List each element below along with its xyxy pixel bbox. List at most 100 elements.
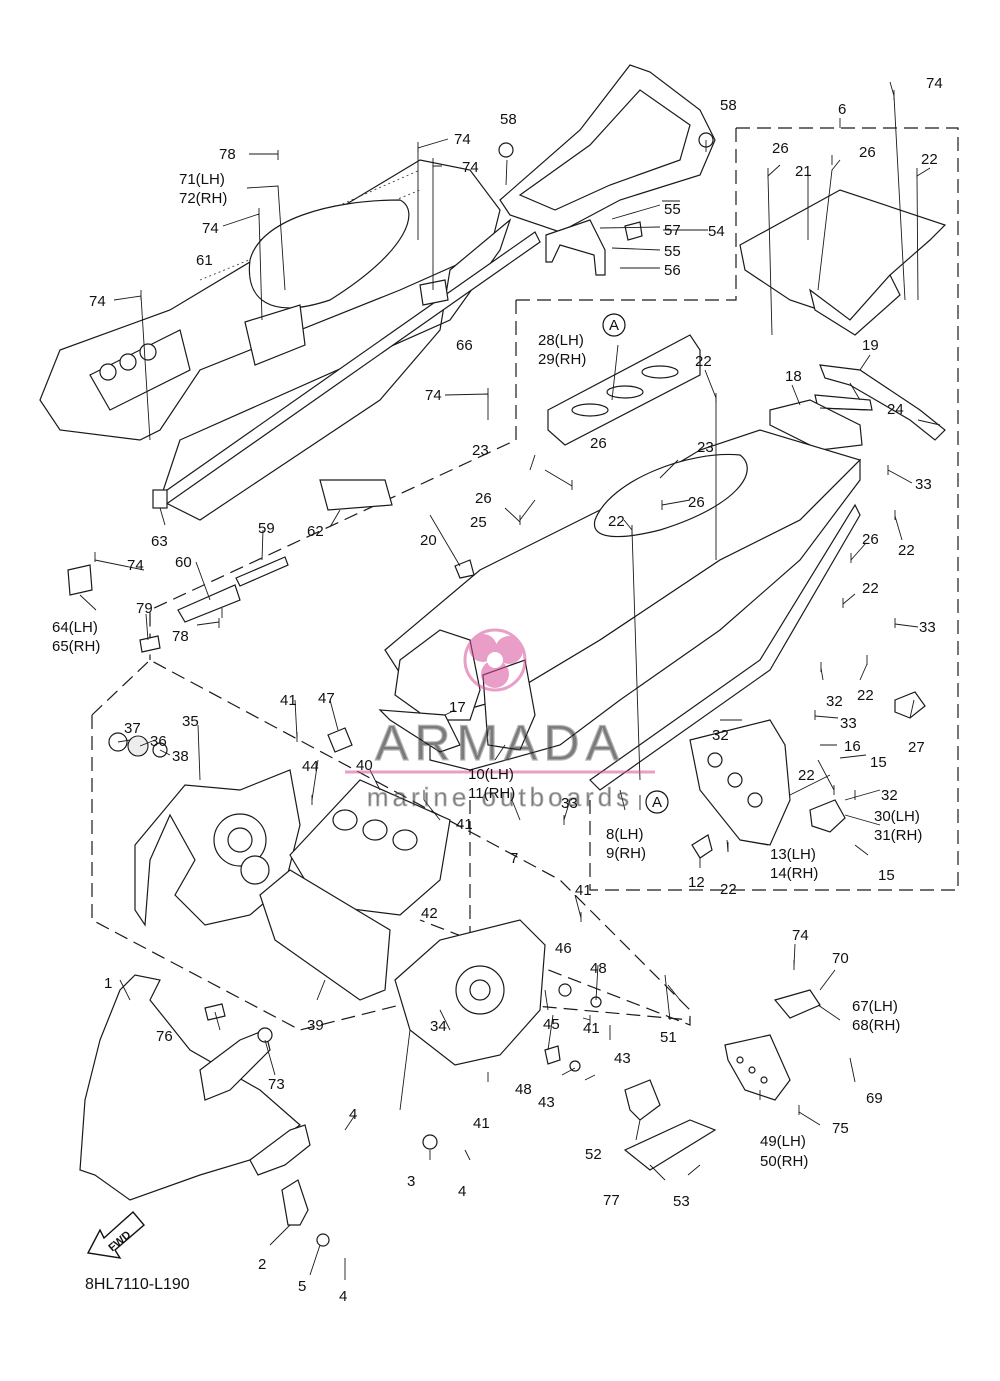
rear-cover-side [809, 273, 901, 336]
callout-50-rh: 50(RH) [760, 1153, 808, 1170]
group-outlines [91, 127, 959, 1031]
callout-3: 3 [407, 1173, 415, 1190]
bracket-62 [319, 479, 393, 511]
callout-38: 38 [172, 748, 189, 765]
callout-41: 41 [456, 816, 473, 833]
callout-79: 79 [136, 600, 153, 617]
callout-74: 74 [89, 293, 106, 310]
callout-11-rh: 11(RH) [468, 785, 515, 802]
callout-26: 26 [862, 531, 879, 548]
seat-bracket-64 [67, 564, 93, 596]
callout-41: 41 [583, 1020, 600, 1037]
callout-22: 22 [720, 881, 737, 898]
callout-16: 16 [844, 738, 861, 755]
callout-74: 74 [792, 927, 809, 944]
callout-32: 32 [881, 787, 898, 804]
callout-59: 59 [258, 520, 275, 537]
callout-66: 66 [456, 337, 473, 354]
footrest-49-50 [724, 1034, 791, 1101]
seat-clip-66 [419, 279, 449, 306]
bracket-12 [691, 834, 713, 859]
guard-77 [623, 1119, 717, 1171]
callout-74: 74 [202, 220, 219, 237]
grommet-73 [257, 1027, 273, 1043]
callout-53: 53 [673, 1193, 690, 1210]
tunnel-opening [593, 453, 748, 538]
watermark-tagline: marine outboards [367, 782, 633, 812]
rear-flap-inner [518, 89, 691, 211]
bearing-36 [127, 735, 149, 757]
callout-51: 51 [660, 1029, 677, 1046]
callout-74: 74 [425, 387, 442, 404]
callout-25: 25 [470, 514, 487, 531]
callout-14-rh: 14(RH) [770, 865, 818, 882]
callout-8-lh: 8(LH) [606, 826, 644, 843]
callout-74: 74 [926, 75, 943, 92]
callout-a: A [652, 794, 662, 811]
callout-55: 55 [664, 201, 681, 218]
callout-22: 22 [857, 687, 874, 704]
callout-74: 74 [454, 131, 471, 148]
callout-22: 22 [695, 353, 712, 370]
callout-65-rh: 65(RH) [52, 638, 100, 655]
callout-56: 56 [664, 262, 681, 279]
callout-48: 48 [515, 1081, 532, 1098]
callout-32: 32 [826, 693, 843, 710]
mount-2 [281, 1179, 309, 1226]
group-7-outline [91, 659, 691, 1031]
callout-72-rh: 72(RH) [179, 190, 227, 207]
callout-78: 78 [219, 146, 236, 163]
callout-22: 22 [608, 513, 625, 530]
callout-43: 43 [614, 1050, 631, 1067]
callout-41: 41 [473, 1115, 490, 1132]
callout-78: 78 [172, 628, 189, 645]
cap-47 [327, 727, 353, 753]
callout-61: 61 [196, 252, 213, 269]
callout-19: 19 [862, 337, 879, 354]
callout-22: 22 [862, 580, 879, 597]
callout-33: 33 [840, 715, 857, 732]
washer-46 [558, 983, 572, 997]
callout-7: 7 [510, 850, 518, 867]
rear-fender-assembly [498, 64, 716, 276]
callout-67-lh: 67(LH) [852, 998, 898, 1015]
callout-18: 18 [785, 368, 802, 385]
footrest-assembly [623, 989, 821, 1171]
bracket-17 [378, 709, 461, 753]
callout-34: 34 [430, 1018, 447, 1035]
callout-44: 44 [302, 758, 319, 775]
callout-39: 39 [307, 1017, 324, 1034]
callout-15: 15 [878, 867, 895, 884]
tunnel-front-plate [394, 629, 481, 721]
washer-5 [316, 1233, 330, 1247]
callout-46: 46 [555, 940, 572, 957]
callout-42: 42 [421, 905, 438, 922]
callout-43: 43 [538, 1094, 555, 1111]
callout-22: 22 [921, 151, 938, 168]
callout-64-lh: 64(LH) [52, 619, 98, 636]
front-frame-1 [79, 974, 301, 1201]
callout-23: 23 [472, 442, 489, 459]
strip-59 [235, 556, 289, 587]
bracket-67-68 [773, 989, 821, 1019]
callout-15: 15 [870, 754, 887, 771]
group-tunnel-outline [149, 128, 737, 660]
callout-labels: 1 2 3 4 4 4 5 6 7 8(LH) 9(RH) 10(LH) 11(… [52, 75, 943, 1305]
callout-60: 60 [175, 554, 192, 571]
callout-2: 2 [258, 1256, 266, 1273]
callout-31-rh: 31(RH) [874, 827, 922, 844]
bracket-27 [894, 691, 926, 719]
callout-49-lh: 49(LH) [760, 1133, 806, 1150]
seat-bracket-63 [152, 489, 168, 509]
callout-4: 4 [458, 1183, 466, 1200]
watermark: ARMADA marine outboards [345, 628, 655, 812]
flap-plate-57 [624, 221, 643, 241]
callout-6: 6 [838, 101, 846, 118]
collar-3 [422, 1134, 438, 1150]
bracket-20 [454, 559, 475, 579]
callout-28-lh: 28(LH) [538, 332, 584, 349]
callout-47: 47 [318, 690, 335, 707]
callout-76: 76 [156, 1028, 173, 1045]
nut-58a [498, 142, 514, 158]
